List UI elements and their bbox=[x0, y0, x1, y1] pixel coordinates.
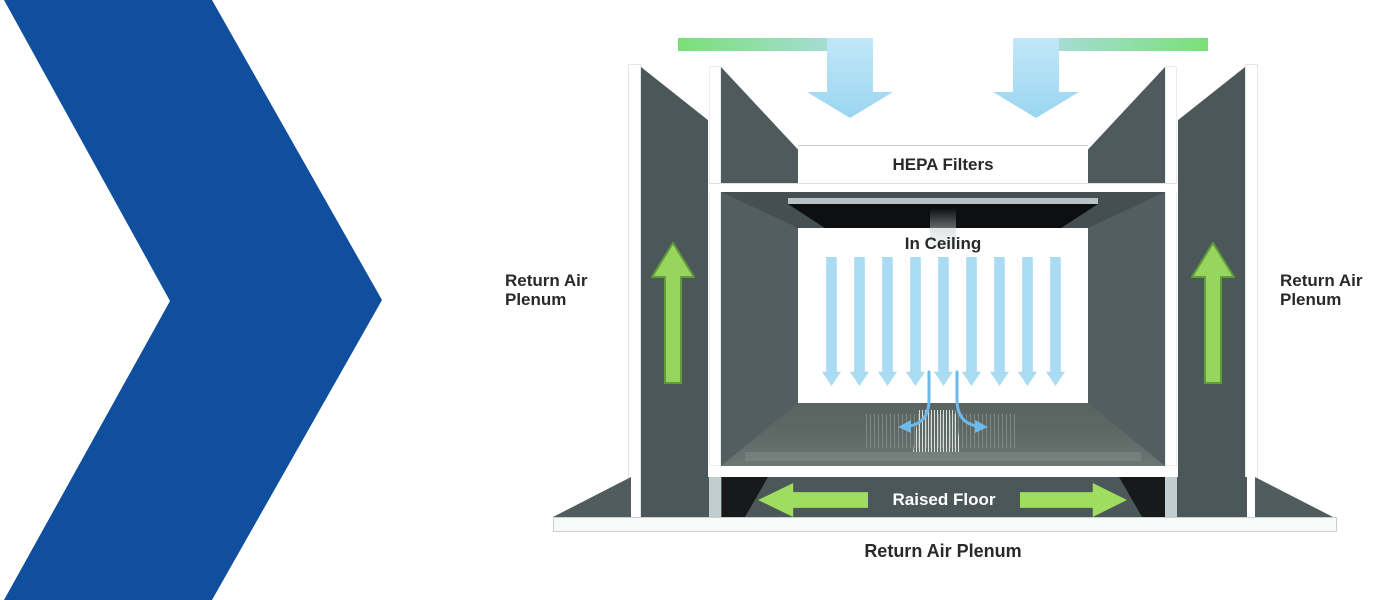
ceiling-wall-wedge-right bbox=[1088, 67, 1165, 192]
floor-perforation-texture-center bbox=[913, 410, 961, 452]
raised-floor-label: Raised Floor bbox=[892, 490, 996, 509]
hepa-filters-label: HEPA Filters bbox=[892, 155, 994, 174]
channel-through-floor-left bbox=[709, 477, 721, 517]
label-line: Plenum bbox=[1280, 290, 1342, 309]
return-air-channel-right bbox=[1165, 66, 1177, 466]
diffuser-rail bbox=[788, 198, 1098, 204]
return-air-plenum-label-left: Return Air Plenum bbox=[505, 271, 625, 309]
hepa-filter-box: HEPA Filters bbox=[798, 145, 1088, 183]
laminar-flow-arrow-icon bbox=[850, 257, 869, 386]
laminar-flow-arrow-icon bbox=[1018, 257, 1037, 386]
laminar-flow-arrow-icon bbox=[962, 257, 981, 386]
channel-through-floor-right bbox=[1165, 477, 1177, 517]
laminar-flow-arrow-icon bbox=[878, 257, 897, 386]
supply-duct-bar-right bbox=[1056, 38, 1208, 51]
label-line: Return Air bbox=[505, 271, 588, 290]
laminar-flow-arrow-icon bbox=[1046, 257, 1065, 386]
ceiling-wall-wedge-left bbox=[721, 67, 798, 192]
supply-duct-bar-left bbox=[678, 38, 830, 51]
laminar-flow-arrow-icon bbox=[934, 257, 953, 386]
return-air-channel-left bbox=[709, 66, 721, 466]
return-air-plenum-label-bottom: Return Air Plenum bbox=[864, 541, 1022, 561]
floor-rail bbox=[709, 466, 1177, 477]
outer-wall-border-right bbox=[1245, 64, 1258, 518]
outer-foot-left bbox=[553, 477, 631, 517]
base-plate bbox=[553, 517, 1337, 532]
laminar-flow-arrow-icon bbox=[990, 257, 1009, 386]
laminar-flow-arrow-icon bbox=[822, 257, 841, 386]
ceiling-rail bbox=[709, 183, 1177, 192]
floor-exhaust-arrows-icon bbox=[898, 370, 988, 433]
return-up-arrow-right-icon bbox=[1191, 242, 1235, 384]
return-up-arrow-left-icon bbox=[651, 242, 695, 384]
outer-foot-right bbox=[1255, 477, 1333, 517]
in-ceiling-label: In Ceiling bbox=[904, 234, 982, 253]
label-line: Return Air bbox=[1280, 271, 1363, 290]
laminar-flow-arrow-icon bbox=[906, 257, 925, 386]
diffuser-mist bbox=[930, 208, 956, 256]
return-air-plenum-label-right: Return Air Plenum bbox=[1280, 271, 1400, 309]
outer-wall-border-left bbox=[628, 64, 641, 518]
floor-front-edge bbox=[745, 452, 1141, 461]
label-line: Plenum bbox=[505, 290, 567, 309]
